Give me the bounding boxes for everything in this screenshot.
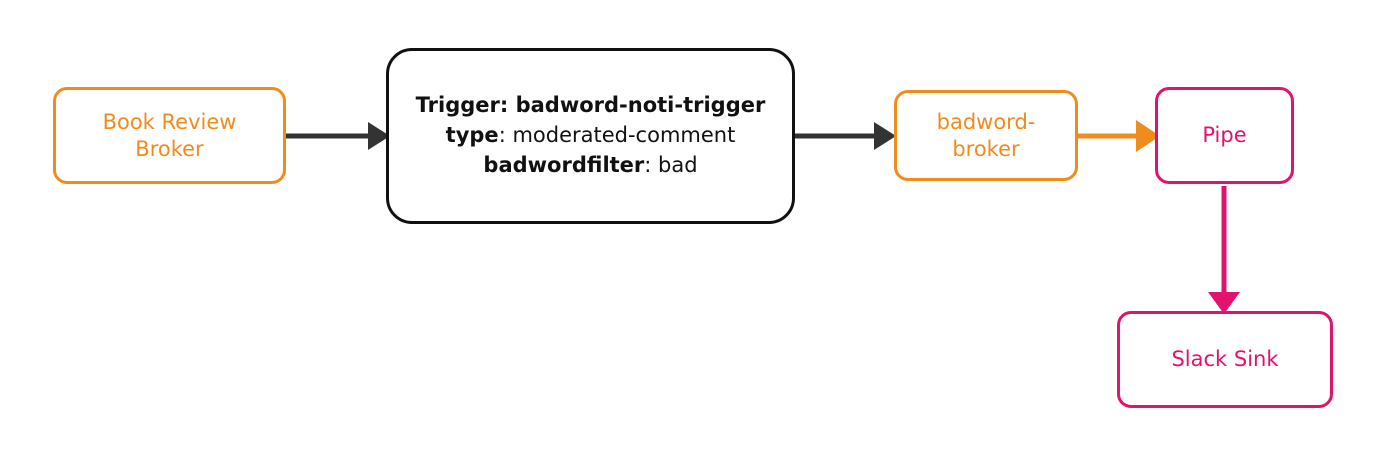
edge-trigger-to-badword-broker [795, 122, 896, 150]
trigger-badwordfilter-value: : bad [644, 152, 698, 177]
trigger-name-key: Trigger: badword-noti-trigger [415, 93, 766, 118]
node-badword-noti-trigger[interactable]: Trigger: badword-noti-trigger type: mode… [386, 48, 795, 224]
node-pipe-label: Pipe [1202, 123, 1247, 148]
node-badword-broker-label: badword- broker [936, 109, 1036, 161]
edge-broker-to-trigger [286, 122, 390, 150]
trigger-line-name: Trigger: badword-noti-trigger [403, 91, 778, 121]
node-pipe[interactable]: Pipe [1155, 87, 1294, 184]
trigger-type-value: : moderated-comment [498, 123, 736, 148]
node-book-review-broker[interactable]: Book Review Broker [53, 87, 286, 184]
node-slack-sink[interactable]: Slack Sink [1117, 311, 1333, 408]
edge-badword-broker-to-pipe [1078, 120, 1160, 152]
trigger-line-type: type: moderated-comment [403, 121, 778, 151]
trigger-badwordfilter-key: badwordfilter [483, 152, 645, 177]
edge-pipe-to-slack-sink [1208, 186, 1240, 314]
node-slack-sink-label: Slack Sink [1171, 347, 1279, 372]
trigger-detail-list: Trigger: badword-noti-trigger type: mode… [389, 91, 792, 180]
trigger-line-badwordfilter: badwordfilter: bad [403, 151, 778, 181]
node-book-review-broker-label: Book Review Broker [102, 109, 237, 161]
node-badword-broker[interactable]: badword- broker [894, 90, 1078, 181]
trigger-type-key: type [445, 123, 499, 148]
